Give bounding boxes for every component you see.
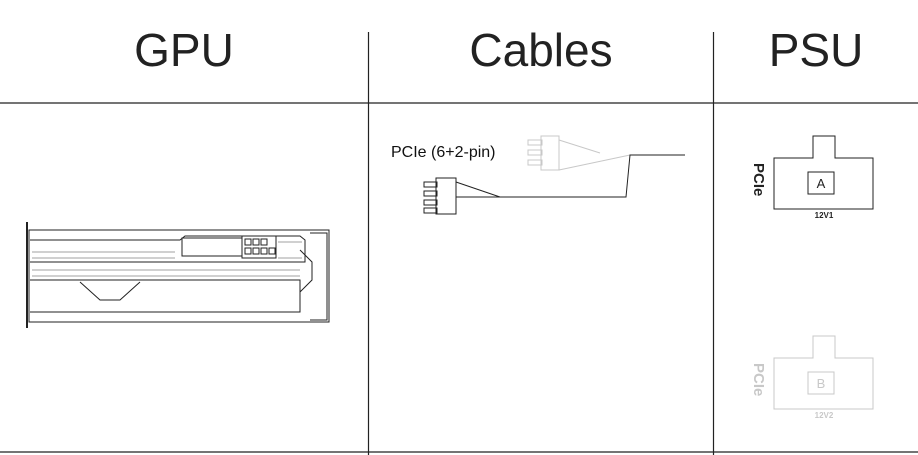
gpu-column-header: GPU [134, 24, 234, 76]
psu-port-a: A PCIe 12V1 [750, 135, 874, 220]
psu-port-icon [773, 135, 874, 210]
pcie-cable-line [456, 154, 685, 198]
psu-port-icon [773, 335, 874, 410]
port-a-rail-label: 12V1 [815, 211, 834, 220]
port-b-type-label: PCIe [750, 363, 767, 396]
port-b-rail-label: 12V2 [815, 411, 834, 420]
port-a-letter: A [817, 176, 826, 191]
port-letter-box [807, 171, 835, 195]
cable-connector-label: PCIe (6+2-pin) [391, 144, 496, 161]
table-grid [0, 32, 918, 455]
port-a-type-label: PCIe [750, 163, 767, 196]
psu-port-b: B PCIe 12V2 [750, 335, 874, 420]
gpu-card-illustration [26, 222, 330, 328]
port-b-letter: B [817, 376, 826, 391]
cables-column-header: Cables [469, 24, 613, 76]
psu-column-header: PSU [768, 24, 864, 76]
pcie-8pin-connector-icon [423, 177, 501, 215]
pcie-6pin-connector-icon [527, 135, 631, 171]
port-letter-box [807, 371, 835, 395]
